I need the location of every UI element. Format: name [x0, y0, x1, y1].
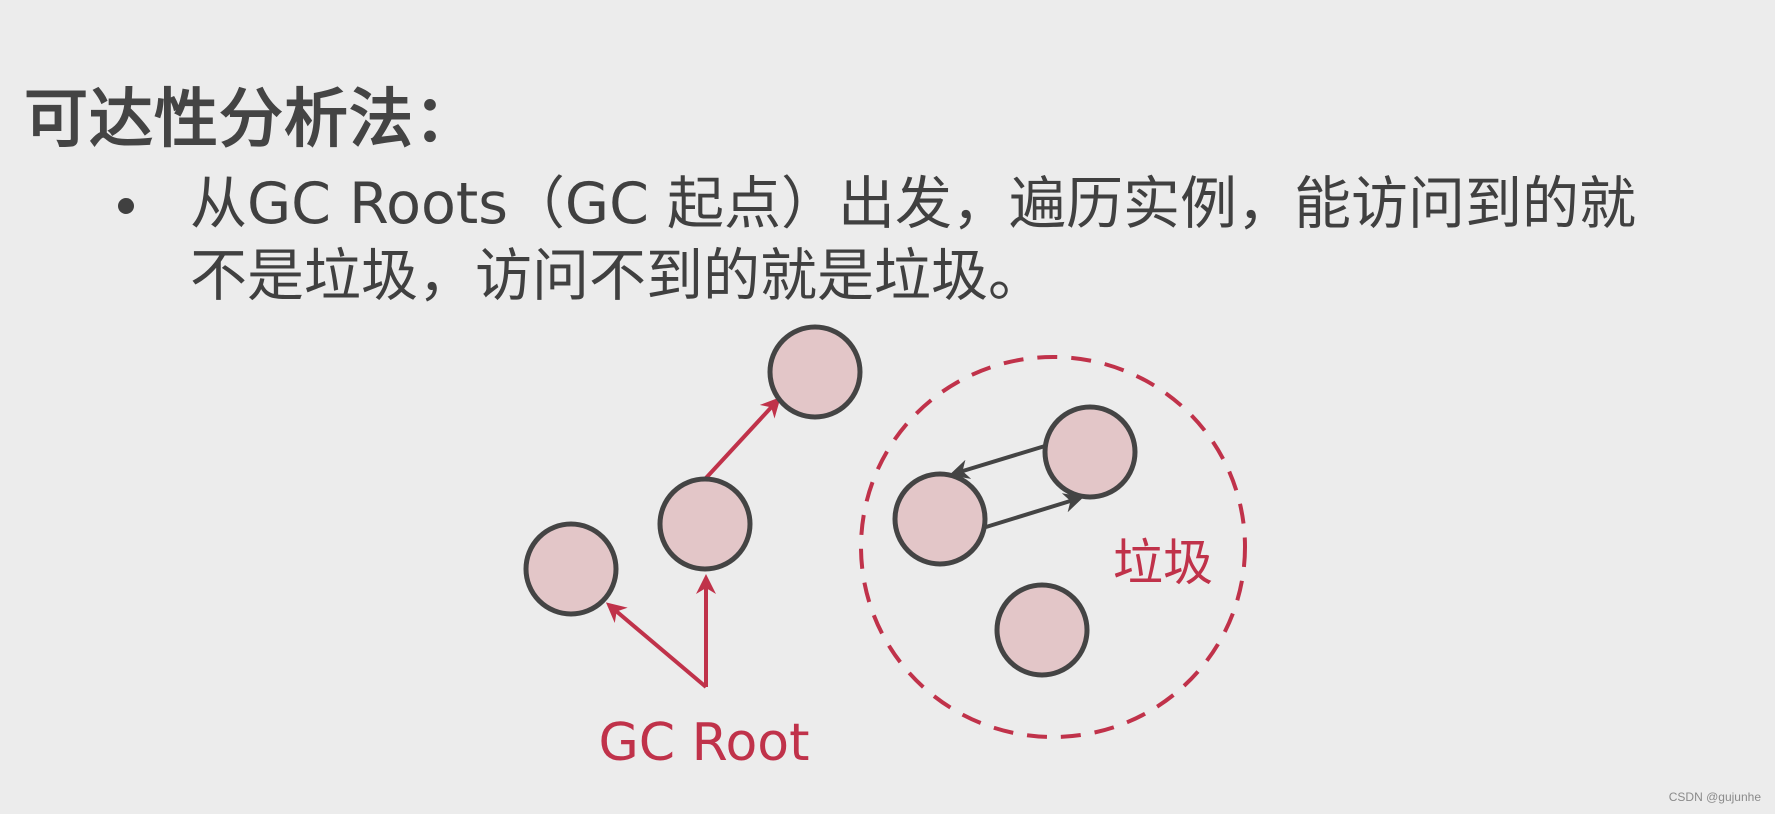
arrow-root-to-left-node — [605, 602, 708, 689]
arrow-middle-to-top-node — [704, 397, 781, 480]
arrow-garbage-right-to-left — [949, 444, 1046, 479]
garbage-node-bottom — [994, 582, 1090, 678]
garbage-label: 垃圾 — [1113, 534, 1213, 592]
garbage-region-dashed-circle — [859, 355, 1247, 739]
reachable-node-middle — [657, 476, 753, 572]
garbage-node-left — [892, 471, 988, 567]
slide-title: 可达性分析法： — [24, 83, 479, 157]
reachable-node-top — [767, 324, 863, 420]
bullet-text: 从GC Roots（GC 起点）出发，遍历实例，能访问到的就 不是垃圾，访问不到… — [190, 168, 1775, 312]
reachable-node-left — [523, 521, 619, 617]
bullet-line-2: 不是垃圾，访问不到的就是垃圾。 — [190, 243, 1045, 309]
watermark: CSDN @gujunhe — [1668, 790, 1761, 804]
bullet-icon — [118, 198, 134, 214]
bullet-line-1: 从GC Roots（GC 起点）出发，遍历实例，能访问到的就 — [190, 171, 1637, 237]
arrow-garbage-left-to-right — [985, 493, 1084, 529]
garbage-node-right — [1042, 404, 1138, 500]
gc-root-label: GC Root — [599, 713, 810, 773]
